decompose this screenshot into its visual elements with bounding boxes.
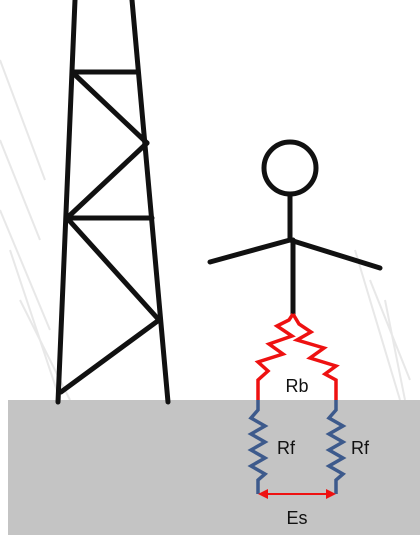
person-left-arm (207, 237, 293, 265)
body-resistor-right-branch (291, 313, 340, 400)
label-rf-left: Rf (277, 438, 296, 458)
label-es: Es (286, 508, 307, 528)
step-voltage-arrow (258, 489, 336, 499)
foot-resistor-right (325, 400, 347, 494)
body-resistor-left-branch (254, 313, 296, 400)
foot-resistor-left (247, 400, 269, 494)
stick-figure-icon (207, 139, 383, 317)
ground (8, 400, 420, 535)
label-rf-right: Rf (351, 438, 370, 458)
person-head (261, 139, 319, 197)
background-tower-silhouette (0, 59, 411, 401)
transmission-tower-icon (55, 0, 171, 405)
label-rb: Rb (285, 376, 308, 396)
body-resistor (254, 313, 340, 400)
person-right-arm (287, 237, 383, 271)
